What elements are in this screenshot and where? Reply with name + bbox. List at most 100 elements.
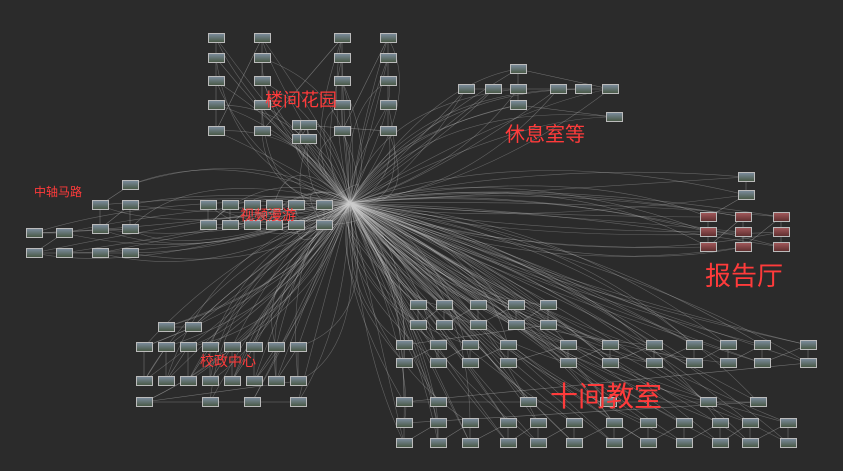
thumbnail-node-hall[interactable]	[773, 242, 790, 252]
thumbnail-node-classrooms[interactable]	[566, 438, 583, 448]
thumbnail-node-lounge[interactable]	[510, 64, 527, 74]
thumbnail-node-classrooms[interactable]	[560, 340, 577, 350]
thumbnail-node-classrooms[interactable]	[566, 418, 583, 428]
thumbnail-node-admin[interactable]	[136, 376, 153, 386]
thumbnail-node-classrooms[interactable]	[430, 438, 447, 448]
thumbnail-node-garden[interactable]	[208, 33, 225, 43]
thumbnail-node-garden[interactable]	[334, 76, 351, 86]
thumbnail-node-classrooms[interactable]	[462, 438, 479, 448]
thumbnail-node-road[interactable]	[122, 248, 139, 258]
thumbnail-node-road[interactable]	[92, 224, 109, 234]
thumbnail-node-classrooms[interactable]	[606, 438, 623, 448]
thumbnail-node-garden[interactable]	[380, 33, 397, 43]
thumbnail-node-video[interactable]	[200, 220, 217, 230]
thumbnail-node-classrooms[interactable]	[712, 418, 729, 428]
thumbnail-node-admin[interactable]	[268, 376, 285, 386]
thumbnail-node-classrooms[interactable]	[754, 340, 771, 350]
thumbnail-node-classrooms[interactable]	[602, 358, 619, 368]
thumbnail-node-classrooms[interactable]	[742, 438, 759, 448]
thumbnail-node-garden[interactable]	[254, 33, 271, 43]
thumbnail-node-road[interactable]	[92, 248, 109, 258]
thumbnail-node-classrooms[interactable]	[470, 300, 487, 310]
thumbnail-node-classrooms[interactable]	[800, 358, 817, 368]
thumbnail-node-video[interactable]	[200, 200, 217, 210]
thumbnail-node-admin[interactable]	[202, 342, 219, 352]
thumbnail-node-classrooms[interactable]	[436, 300, 453, 310]
thumbnail-node-classrooms[interactable]	[470, 320, 487, 330]
thumbnail-node-lounge[interactable]	[606, 112, 623, 122]
thumbnail-node-road[interactable]	[122, 200, 139, 210]
thumbnail-node-classrooms[interactable]	[540, 320, 557, 330]
thumbnail-node-road[interactable]	[26, 228, 43, 238]
thumbnail-node-classrooms[interactable]	[720, 340, 737, 350]
thumbnail-node-hall[interactable]	[738, 172, 755, 182]
thumbnail-node-classrooms[interactable]	[780, 438, 797, 448]
thumbnail-node-lounge[interactable]	[602, 84, 619, 94]
thumbnail-node-road[interactable]	[92, 200, 109, 210]
thumbnail-node-hall[interactable]	[735, 227, 752, 237]
thumbnail-node-classrooms[interactable]	[500, 340, 517, 350]
thumbnail-node-classrooms[interactable]	[560, 358, 577, 368]
thumbnail-node-classrooms[interactable]	[508, 320, 525, 330]
thumbnail-node-classrooms[interactable]	[780, 418, 797, 428]
thumbnail-node-road[interactable]	[122, 180, 139, 190]
thumbnail-node-classrooms[interactable]	[712, 438, 729, 448]
thumbnail-node-classrooms[interactable]	[640, 418, 657, 428]
thumbnail-node-admin[interactable]	[136, 397, 153, 407]
thumbnail-node-hall[interactable]	[700, 212, 717, 222]
thumbnail-node-classrooms[interactable]	[606, 418, 623, 428]
thumbnail-node-lounge[interactable]	[458, 84, 475, 94]
thumbnail-node-classrooms[interactable]	[720, 358, 737, 368]
thumbnail-node-admin[interactable]	[136, 342, 153, 352]
thumbnail-node-classrooms[interactable]	[646, 340, 663, 350]
thumbnail-node-hall[interactable]	[735, 212, 752, 222]
thumbnail-node-classrooms[interactable]	[436, 320, 453, 330]
thumbnail-node-garden[interactable]	[334, 126, 351, 136]
thumbnail-node-classrooms[interactable]	[430, 358, 447, 368]
thumbnail-node-classrooms[interactable]	[602, 340, 619, 350]
thumbnail-node-garden[interactable]	[300, 120, 317, 130]
thumbnail-node-classrooms[interactable]	[396, 438, 413, 448]
thumbnail-node-hall[interactable]	[738, 190, 755, 200]
thumbnail-node-classrooms[interactable]	[676, 418, 693, 428]
thumbnail-node-classrooms[interactable]	[396, 358, 413, 368]
thumbnail-node-video[interactable]	[222, 200, 239, 210]
thumbnail-node-admin[interactable]	[180, 342, 197, 352]
thumbnail-node-classrooms[interactable]	[646, 358, 663, 368]
thumbnail-node-admin[interactable]	[180, 376, 197, 386]
thumbnail-node-classrooms[interactable]	[462, 340, 479, 350]
thumbnail-node-video[interactable]	[244, 220, 261, 230]
thumbnail-node-classrooms[interactable]	[530, 438, 547, 448]
thumbnail-node-road[interactable]	[56, 248, 73, 258]
thumbnail-node-road[interactable]	[56, 228, 73, 238]
thumbnail-node-classrooms[interactable]	[700, 397, 717, 407]
thumbnail-node-garden[interactable]	[208, 126, 225, 136]
thumbnail-node-admin[interactable]	[224, 342, 241, 352]
thumbnail-node-classrooms[interactable]	[754, 358, 771, 368]
thumbnail-node-admin[interactable]	[224, 376, 241, 386]
thumbnail-node-garden[interactable]	[380, 100, 397, 110]
thumbnail-node-classrooms[interactable]	[640, 438, 657, 448]
thumbnail-node-classrooms[interactable]	[500, 358, 517, 368]
thumbnail-node-garden[interactable]	[254, 76, 271, 86]
thumbnail-node-admin[interactable]	[290, 376, 307, 386]
thumbnail-node-classrooms[interactable]	[500, 418, 517, 428]
thumbnail-node-video[interactable]	[288, 200, 305, 210]
thumbnail-node-classrooms[interactable]	[462, 358, 479, 368]
thumbnail-node-hall[interactable]	[700, 242, 717, 252]
thumbnail-node-video[interactable]	[316, 200, 333, 210]
thumbnail-node-admin[interactable]	[185, 322, 202, 332]
thumbnail-node-garden[interactable]	[334, 33, 351, 43]
thumbnail-node-garden[interactable]	[254, 126, 271, 136]
thumbnail-node-lounge[interactable]	[485, 84, 502, 94]
thumbnail-node-admin[interactable]	[244, 397, 261, 407]
thumbnail-node-admin[interactable]	[158, 322, 175, 332]
thumbnail-node-classrooms[interactable]	[462, 418, 479, 428]
thumbnail-node-hall[interactable]	[773, 227, 790, 237]
thumbnail-node-video[interactable]	[266, 200, 283, 210]
thumbnail-node-classrooms[interactable]	[410, 320, 427, 330]
thumbnail-node-video[interactable]	[316, 220, 333, 230]
thumbnail-node-classrooms[interactable]	[508, 300, 525, 310]
thumbnail-node-classrooms[interactable]	[430, 397, 447, 407]
thumbnail-node-garden[interactable]	[208, 76, 225, 86]
